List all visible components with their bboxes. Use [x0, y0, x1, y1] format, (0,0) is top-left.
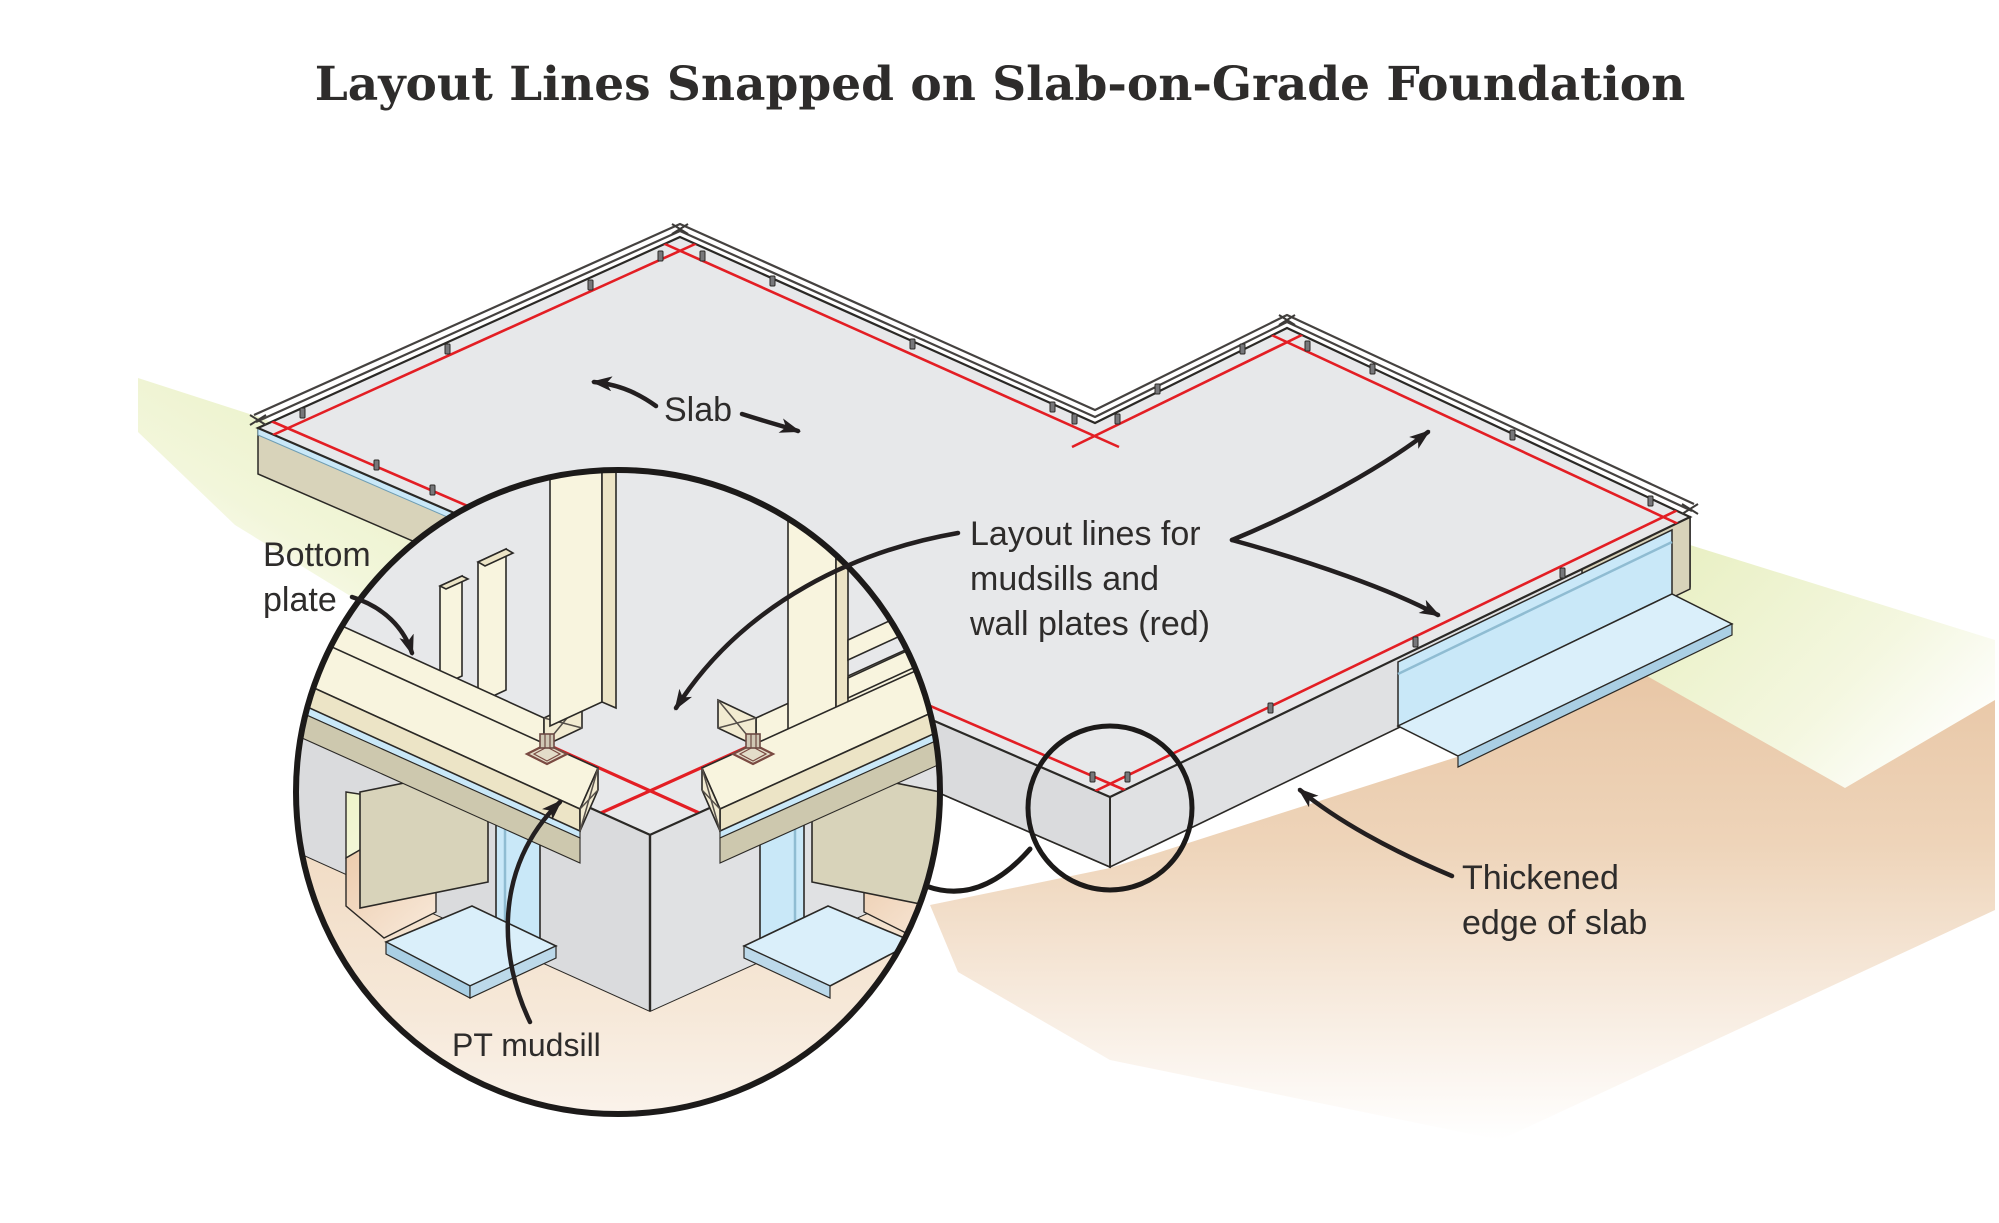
- edge-strips: [296, 649, 940, 864]
- slab-arrow-right: [739, 411, 801, 434]
- label-bottom-plate: Bottom plate: [263, 536, 415, 656]
- pt-mudsill-label: PT mudsill: [452, 1027, 601, 1063]
- detail-source-circle: [1025, 723, 1195, 893]
- svg-text:Thickened: Thickened: [1462, 859, 1619, 897]
- anchor-bolt-washer-right: [730, 733, 776, 766]
- detail-connector-line: [923, 846, 1033, 894]
- pt-mudsill-right: [700, 585, 940, 833]
- detail-magnified-view: PT mudsill: [293, 467, 943, 1117]
- label-layout-lines: Layout lines for mudsills and wall plate…: [673, 429, 1441, 711]
- pt-mudsill-arrow: [505, 799, 563, 1025]
- svg-text:mudsills and: mudsills and: [970, 560, 1159, 598]
- slab-arrow-left: [591, 376, 659, 409]
- detail-circle-ring: [293, 467, 943, 1117]
- form-lines: [253, 222, 1695, 512]
- layout-lines-arrow-upper-right: [1229, 429, 1431, 543]
- svg-text:Bottom: Bottom: [263, 536, 371, 574]
- slab-top-surface: [255, 235, 1693, 799]
- grass-patch-right: [1598, 545, 1995, 788]
- svg-text:edge of slab: edge of slab: [1462, 904, 1647, 942]
- label-thickened-edge: Thickened edge of slab: [1297, 787, 1647, 942]
- layout-lines-arrow-left: [673, 530, 961, 711]
- label-slab: Slab: [591, 376, 801, 434]
- page-title: Layout Lines Snapped on Slab-on-Grade Fo…: [315, 57, 1686, 112]
- bottom-plate-arrow: [349, 594, 415, 656]
- svg-text:plate: plate: [263, 581, 337, 619]
- earth-ground: [930, 600, 1995, 1140]
- thickened-edge-arrow: [1297, 787, 1455, 879]
- anchor-bolts: [299, 250, 1654, 783]
- foam-insulation-right: [1396, 528, 1734, 768]
- form-stake-marks: [249, 223, 1699, 515]
- svg-text:Slab: Slab: [664, 391, 732, 429]
- svg-text:wall plates (red): wall plates (red): [969, 605, 1210, 643]
- layout-lines-arrow-lower-right: [1229, 537, 1441, 618]
- anchor-bolt-washer-left: [524, 733, 570, 766]
- svg-text:Layout lines for: Layout lines for: [970, 515, 1201, 553]
